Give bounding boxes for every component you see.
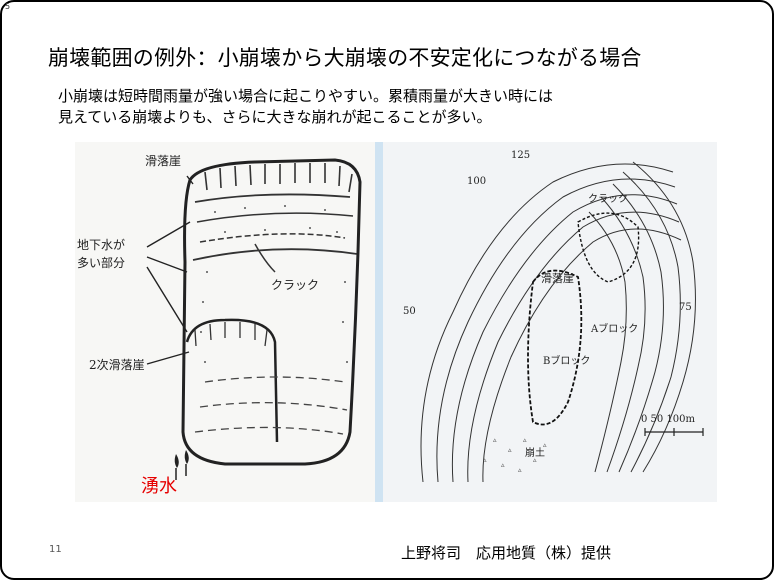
svg-text:▵: ▵ [483,456,487,464]
map-debris-label: 崩土 [525,448,545,459]
body-text: 小崩壊は短時間雨量が強い場合に起こりやすい。累積雨量が大きい時には 見えている崩… [58,86,553,128]
groundwater-label-1: 地下水が [77,238,126,252]
svg-text:▵: ▵ [543,441,547,449]
svg-text:▵: ▵ [518,466,522,474]
slide-title: 崩壊範囲の例外：小崩壊から大崩壊の不安定化につながる場合 [48,46,642,70]
groundwater-label-2: 多い部分 [77,256,126,270]
map-scale-label: 0 50 100m [641,414,696,425]
svg-text:▵: ▵ [523,436,527,444]
contour-map-drawing: ▵▵▵ ▵▵▵ ▵▵ [420,161,704,483]
landslide-figure: 滑落崖 地下水が 多い部分 クラック 2次滑落崖 [75,142,717,502]
svg-text:▵: ▵ [533,456,537,464]
contour-50-label: 50 [403,306,416,317]
credit-text: 上野将司 応用地質（株）提供 [401,544,612,562]
body-line-1: 小崩壊は短時間雨量が強い場合に起こりやすい。累積雨量が大きい時には [58,87,554,105]
body-line-2: 見えている崩壊よりも、さらに大きな崩れが起こることが多い。 [58,108,492,126]
spring-water-label: 湧水 [141,476,177,497]
map-block-b-label: Bブロック [543,356,591,367]
landslide-sketch-drawing [146,158,362,480]
contour-75-label: 75 [679,302,692,313]
contour-map: ▵▵▵ ▵▵▵ ▵▵ 滑落崖 クラック Aブロック Bブロック 崩土 0 50 … [383,142,717,502]
svg-text:▵: ▵ [493,436,497,444]
map-crack-label: クラック [588,194,628,205]
landslide-sketch: 滑落崖 地下水が 多い部分 クラック 2次滑落崖 [75,142,375,502]
map-block-a-label: Aブロック [591,324,639,335]
scarp-label: 滑落崖 [145,154,182,168]
figure-divider [375,142,383,502]
svg-text:▵: ▵ [501,461,505,469]
contour-125-label: 125 [511,150,531,161]
map-scarp-label: 滑落崖 [541,272,574,285]
corner-mark: 5 [5,2,11,11]
contour-100-label: 100 [467,176,487,187]
page-number: 11 [49,544,62,555]
secondary-scarp-label: 2次滑落崖 [89,358,145,372]
crack-label: クラック [271,278,320,292]
svg-text:▵: ▵ [508,446,512,454]
